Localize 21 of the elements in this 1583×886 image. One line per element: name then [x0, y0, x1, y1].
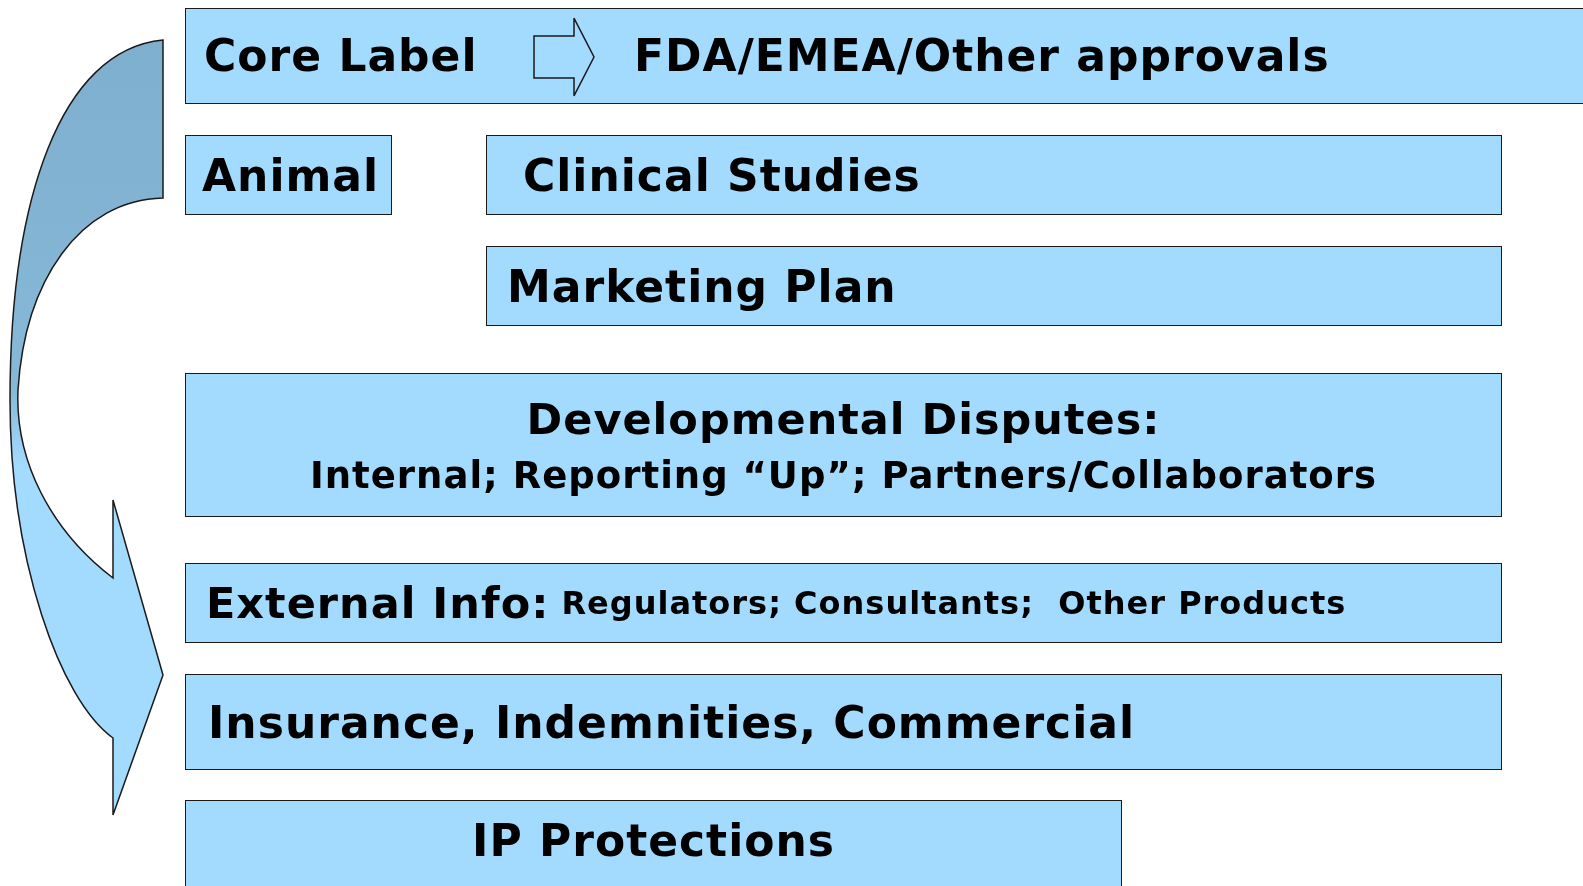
process-box [185, 800, 1122, 886]
label-text: Core Label [204, 29, 478, 81]
label-text: FDA/EMEA/Other approvals [634, 29, 1330, 81]
box-subtitle: Internal; Reporting “Up”; Partners/Collaborators [309, 453, 1378, 497]
box-title: Marketing Plan [507, 260, 897, 312]
process-box [486, 135, 1502, 215]
box-title: Developmental Disputes: [526, 393, 1161, 444]
box-title: IP Protections [472, 815, 835, 866]
process-box [486, 246, 1502, 326]
box-subtitle: Regulators; Consultants; Other Products [561, 584, 1347, 622]
box-title: Clinical Studies [523, 149, 921, 201]
box-title: External Info: [206, 578, 550, 628]
box-title: Insurance, Indemnities, Commercial [208, 696, 1136, 748]
process-box [185, 674, 1502, 770]
process-box [185, 373, 1502, 517]
process-box [185, 135, 392, 215]
block-arrow [533, 17, 595, 97]
box-title: Animal [202, 149, 380, 201]
label-band [185, 8, 1583, 104]
process-box [185, 563, 1502, 643]
curved-arrow [9, 39, 164, 816]
